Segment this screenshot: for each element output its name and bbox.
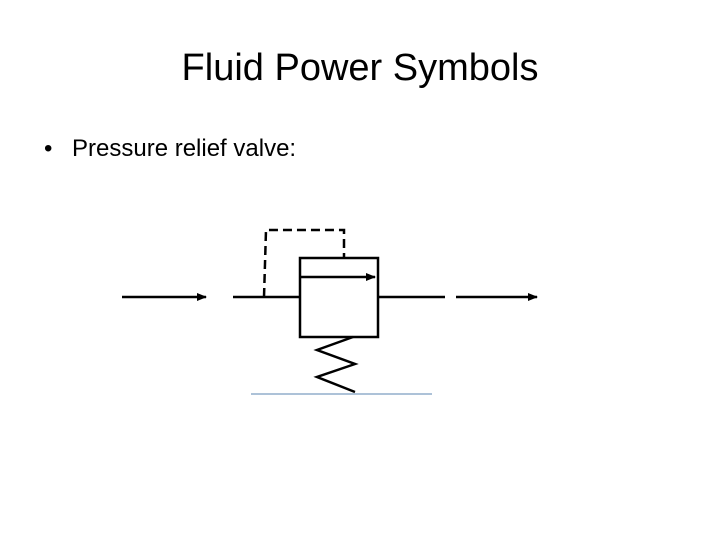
bullet-dot: • [44,135,53,162]
valve-envelope [298,256,380,339]
bullet-list: • Pressure relief valve: [44,132,296,166]
bullet-item: • Pressure relief valve: [44,132,296,166]
spring-icon [313,335,359,394]
pilot-line-dashed [262,228,346,298]
slide-title: Fluid Power Symbols [181,47,539,89]
bullet-text: Pressure relief valve: [72,135,297,162]
